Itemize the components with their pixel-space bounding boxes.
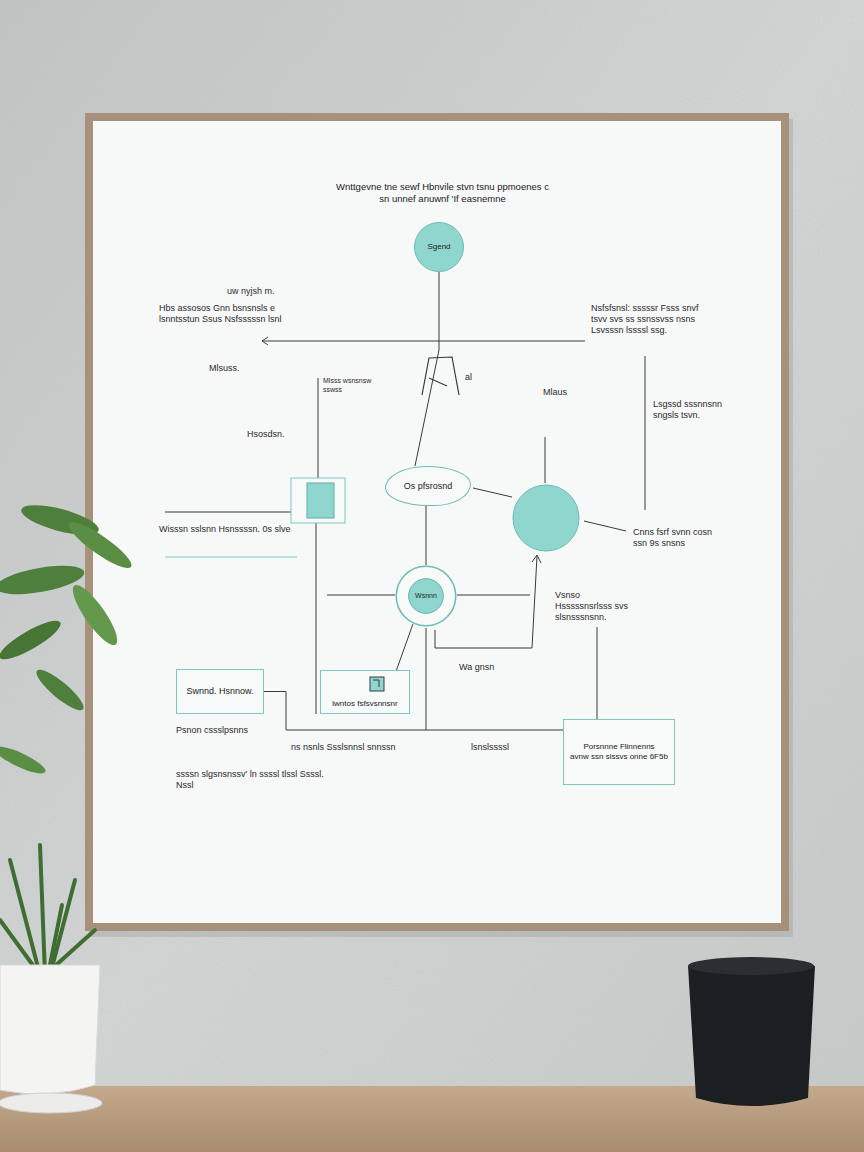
leader-line: [457, 595, 530, 596]
pot-saucer: [0, 1093, 102, 1113]
note-label: Nsfsfsnsl: sssssr Fsss snvf tsvv svs ss …: [590, 303, 702, 336]
note-label: Vsnso Hsssssnsrlsss svs slsnsssnsnn.: [554, 590, 640, 623]
teal-circle: [513, 485, 579, 551]
leader-line: [473, 488, 512, 497]
plant-leaves: [0, 499, 136, 778]
square-frame: [291, 478, 345, 523]
leader-line: [597, 627, 598, 719]
leader-line: [262, 341, 585, 342]
leader-line: [426, 628, 427, 730]
a-symbol: [422, 357, 459, 395]
leaf: [32, 665, 88, 716]
poster-paper: [93, 121, 781, 923]
ring-core: [409, 579, 444, 614]
diagram-title: Wnttgevne tne sewf Hbnvile stvn tsnu ppm…: [335, 181, 550, 205]
note-label: Wisssn sslsnn Hsnssssn. 0s slve: [158, 524, 298, 535]
leaf: [64, 516, 137, 574]
node-text: avnw ssn sissvs onne 6F5b: [570, 752, 668, 762]
process-blob: Os pfsrosnd: [385, 466, 471, 506]
connector-line: [264, 692, 563, 731]
node-text: Sgend: [427, 242, 450, 252]
underline: [165, 557, 297, 558]
icon-square: [370, 677, 384, 691]
leader-line: [545, 437, 546, 483]
plant-pot: [0, 965, 100, 1094]
process-box: Swnnd. Hsnnow.: [176, 669, 264, 714]
leader-line: [318, 378, 319, 478]
note-label: Cnns fsrf svnn cosn ssn 9s snsns: [632, 527, 714, 549]
note-label: al: [464, 372, 486, 383]
frame-shadow: [89, 119, 793, 937]
leader-line: [645, 356, 646, 510]
note-label: Wa gnsn: [458, 662, 510, 673]
note-label: uw nyjsh m.: [226, 286, 296, 297]
icon-box: lwntos fsfsvsnnsnr: [320, 670, 410, 714]
square-fill: [307, 483, 334, 518]
box-icon: [369, 676, 385, 692]
connector-line: [415, 272, 439, 466]
note-label: Lsgssd sssnnsnn sngsls tsvn.: [652, 399, 734, 421]
note-label: Mlsuss.: [208, 363, 258, 374]
note-label: Mlaus: [542, 387, 586, 398]
frame: [85, 113, 789, 931]
note-label: Psnon cssslpsnns: [175, 725, 285, 736]
leader-line: [584, 521, 626, 531]
leaf: [0, 615, 65, 666]
leader-line: [316, 523, 317, 714]
detail-box: Porsnnne Flinnennsavnw ssn sissvs onne 6…: [563, 719, 675, 785]
ring-outer: [396, 566, 456, 626]
note-label: ssssn slgsnsnssv' ln ssssl tlssl Ssssl. …: [175, 769, 335, 791]
leader-line: [327, 595, 395, 596]
node-text: lwntos fsfsvsnnsnr: [332, 699, 397, 709]
note-label: Hbs assosos Gnn bsnsnsls e lsnntsstun Ss…: [158, 303, 293, 325]
note-label: lsnslssssl: [470, 742, 532, 753]
icon-mark: [373, 680, 379, 687]
mug-rim: [688, 957, 814, 975]
node-text: Wsnnn: [415, 592, 437, 600]
leader-arrow: [262, 337, 268, 345]
mug: [688, 960, 815, 1106]
note-label: Hsosdsn.: [246, 429, 306, 440]
connector-line: [397, 624, 413, 670]
note-label: ns nsnls Ssslsnnsl snnssn: [290, 742, 424, 753]
hub-ring: Wsnnn: [395, 565, 457, 627]
node-text: Porsnnne Flinnenns: [583, 742, 654, 752]
connector-line: [426, 506, 427, 565]
node-text: Os pfsrosnd: [404, 481, 453, 492]
leader-arrow: [532, 555, 541, 563]
stem: [40, 845, 45, 975]
start-circle: Sgend: [414, 222, 464, 272]
plant-stems: [0, 845, 95, 975]
note-label: Mlsss wsnsnsw sswss: [322, 376, 378, 394]
leader-line: [165, 512, 291, 513]
leaf: [0, 742, 48, 778]
node-text: Swnnd. Hsnnow.: [186, 686, 253, 697]
leaf: [66, 580, 124, 650]
